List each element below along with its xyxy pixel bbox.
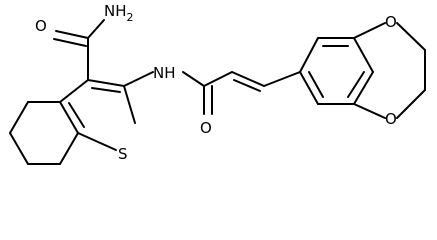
- bond-benzene-6: [299, 71, 319, 105]
- bond-alkene: [231, 71, 265, 87]
- nh2-label: NH2: [104, 2, 134, 24]
- atom-labels: NH2 O NH S O O O: [35, 2, 397, 163]
- bond-alkene-double: [233, 79, 261, 92]
- bond-amide-c-o-1: [55, 30, 89, 39]
- bond-benzene-3: [353, 37, 374, 73]
- bond-amide-c-o-2: [53, 38, 87, 47]
- dioxole-bottom-oxygen-label: O: [385, 110, 397, 128]
- amine-nh-label: NH: [153, 64, 176, 82]
- nh2-main: NH: [104, 2, 127, 20]
- bond-thiophene-c2-s: [123, 85, 136, 124]
- bond-c2-nh: [123, 71, 154, 87]
- enone-oxygen-label: O: [200, 119, 212, 137]
- bond-benzene-1: [299, 37, 319, 73]
- bond-dioxole-bottom-ch2: [396, 89, 426, 119]
- bond-cyclohexane-2: [9, 101, 29, 134]
- bond-cyclohexane-5: [59, 132, 79, 165]
- bond-thiophene-c3a-c7a: [59, 101, 79, 134]
- bond-alkene-aryl: [263, 71, 301, 87]
- bond-thiophene-c7a-c3a-double: [68, 102, 85, 128]
- bond-benzene-4: [353, 71, 374, 105]
- sulfur-label: S: [118, 145, 128, 163]
- bond-benzene-inner-2: [347, 71, 365, 98]
- amide-oxygen-label: O: [35, 17, 47, 35]
- bond-benzene-inner-3: [308, 71, 324, 98]
- bond-dioxole-bottom-o: [353, 103, 386, 119]
- chemical-structure-diagram: NH2 O NH S O O O: [9, 2, 426, 165]
- bond-thiophene-c3a-c3: [59, 79, 89, 103]
- bond-cyclohexane-3: [9, 132, 29, 165]
- bond-thiophene-c2-c3-double: [91, 87, 121, 93]
- bond-thiophene-c3-c2: [87, 79, 125, 87]
- bond-dioxole-top-ch2: [396, 22, 426, 51]
- bond-dioxole-top-o: [353, 22, 386, 39]
- bond-thiophene-s-c7a: [77, 132, 117, 151]
- nh2-subscript: 2: [127, 11, 134, 24]
- bond-amide-c-n: [87, 19, 105, 39]
- bond-carbonyl-alkene: [203, 71, 233, 87]
- bond-nh-carbonyl: [182, 71, 205, 87]
- dioxole-top-oxygen-label: O: [385, 13, 397, 31]
- bond-lines: [9, 19, 426, 165]
